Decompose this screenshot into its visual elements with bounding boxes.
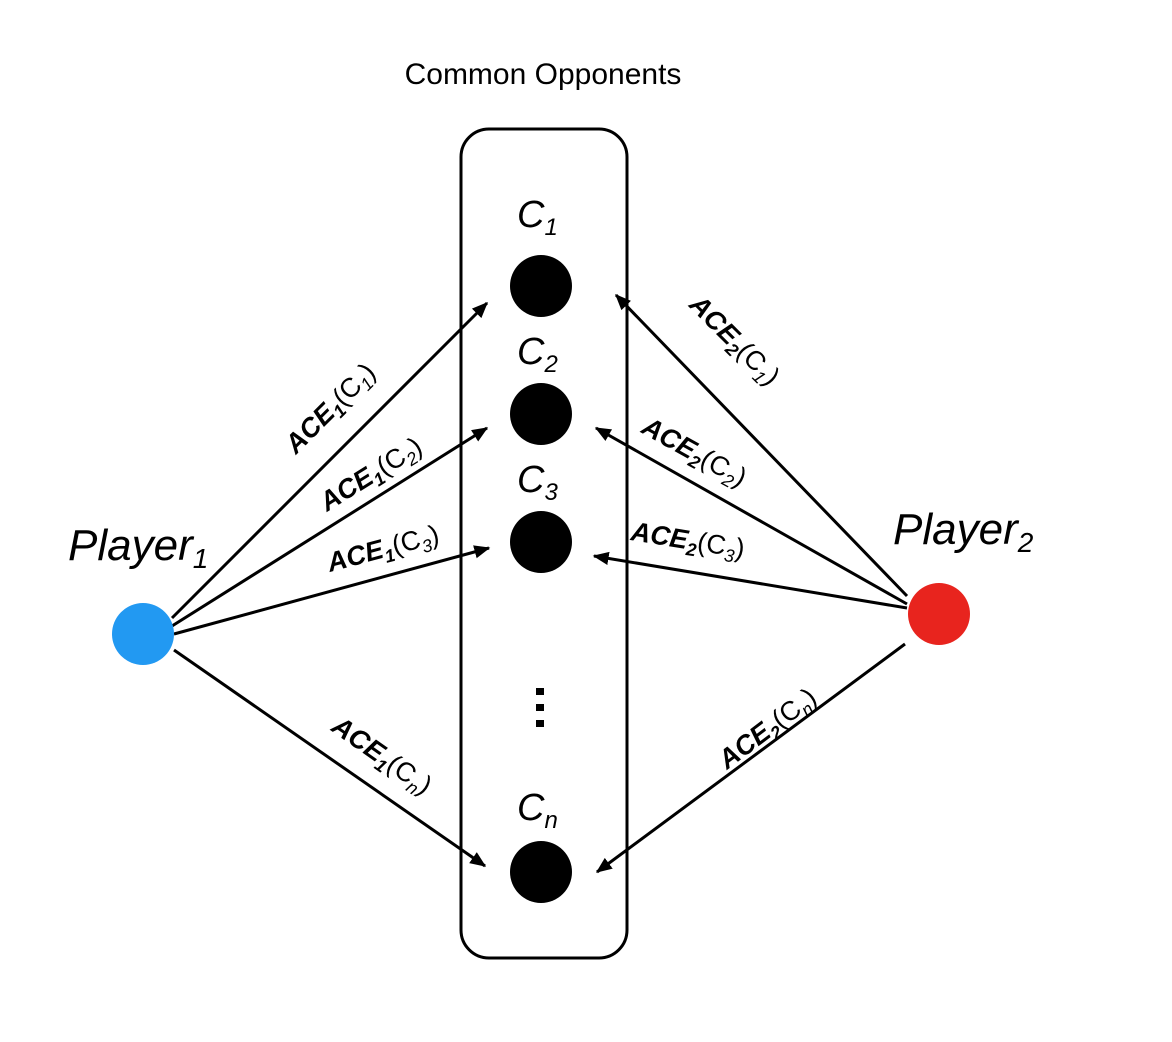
- edge-p2-c3: [592, 551, 908, 610]
- diagram-title: Common Opponents: [405, 58, 682, 91]
- opponent-label-c3: C3: [517, 459, 558, 506]
- player1-node: [112, 603, 174, 665]
- edge-label-p2-c3: ACE2(C3): [627, 516, 746, 568]
- edge-label-p1-c3: ACE1(C3): [323, 519, 443, 582]
- opponent-label-cn: Cn: [517, 787, 558, 834]
- opponent-node-c3: [510, 511, 572, 573]
- opponent-node-c1: [510, 255, 572, 317]
- opponent-label-c1: C1: [517, 194, 558, 241]
- edge-p2-c1: [614, 293, 909, 598]
- opponent-label-c2: C2: [517, 331, 558, 378]
- edge-p1-cn: [173, 648, 487, 868]
- opponent-node-cn: [510, 841, 572, 903]
- edge-label-p2-cn: ACE2(Cn): [712, 682, 825, 779]
- edge-p2-cn: [595, 642, 906, 874]
- opponent-node-c2: [510, 383, 572, 445]
- player2-label: Player2: [893, 505, 1034, 558]
- edge-label-p1-cn: ACE1(Cn): [323, 710, 437, 804]
- edge-p1-c3: [173, 545, 491, 636]
- player1-label: Player1: [68, 521, 208, 574]
- edge-p1-c2: [171, 426, 489, 628]
- player2-node: [908, 583, 970, 645]
- edge-p1-c1: [170, 301, 489, 620]
- ellipsis-dots: [536, 688, 544, 727]
- opponents-box: [459, 127, 629, 960]
- edge-p2-c2: [594, 426, 908, 606]
- edge-label-p1-c1: ACE1(C1): [278, 357, 384, 463]
